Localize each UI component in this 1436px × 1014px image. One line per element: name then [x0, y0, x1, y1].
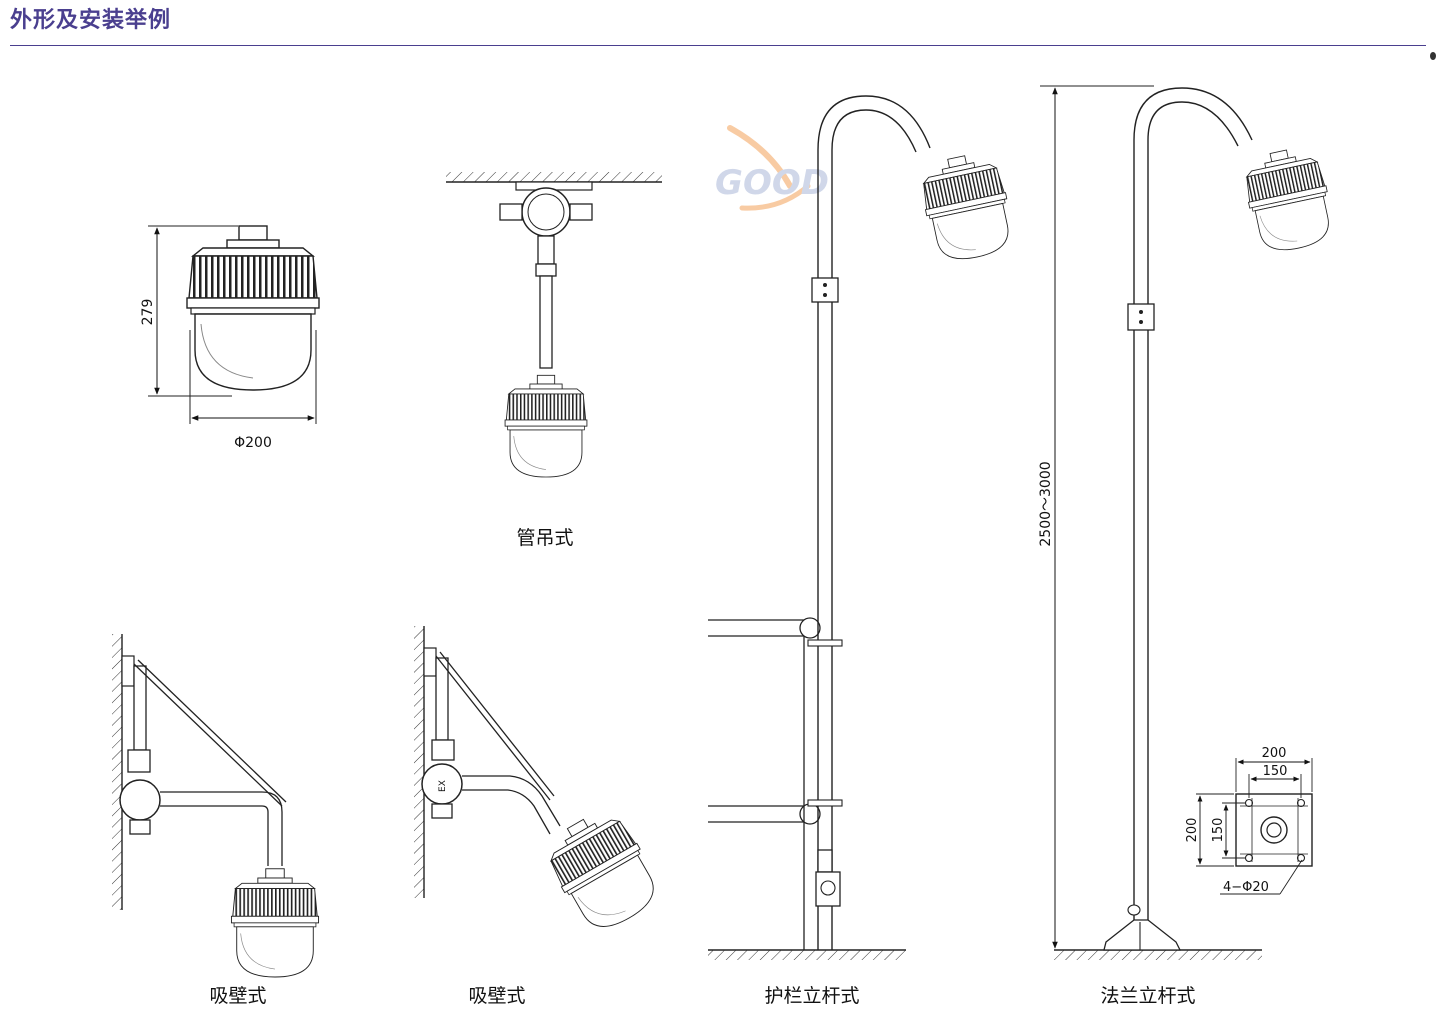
ex-mark: EX: [438, 780, 448, 792]
flange-pole-view: 2500～3000 200 150: [1038, 85, 1338, 1007]
pipe-pendant-view: 管吊式: [446, 172, 662, 549]
pole-height-dimension: 2500～3000: [1038, 461, 1054, 546]
wall-mount-view-1: 吸壁式: [112, 634, 320, 1007]
watermark-logo: GOOD: [715, 125, 829, 211]
railing-pole-caption: 护栏立杆式: [764, 985, 859, 1007]
watermark-text: GOOD: [715, 163, 829, 203]
page-title: 外形及安装举例: [10, 8, 172, 33]
plate-width-inner: 150: [1263, 764, 1288, 779]
edge-mark: [1430, 52, 1436, 60]
railing-pole-view: 护栏立杆式: [708, 95, 1018, 1007]
pipe-pendant-caption: 管吊式: [516, 527, 573, 549]
header-rule: [10, 45, 1426, 46]
flange-pole-caption: 法兰立杆式: [1100, 985, 1195, 1007]
diameter-dimension: Φ200: [234, 435, 272, 451]
height-dimension-279: 279: [140, 299, 156, 326]
plate-height-outer: 200: [1185, 818, 1200, 843]
plate-height-inner: 150: [1211, 818, 1226, 843]
holes-spec: 4−Φ20: [1223, 880, 1269, 895]
wall-mount-caption-1: 吸壁式: [209, 985, 266, 1007]
wall-mount-view-2: EX 吸壁式: [414, 626, 668, 1007]
wall-mount-caption-2: 吸壁式: [468, 985, 525, 1007]
plate-width-outer: 200: [1262, 746, 1287, 761]
outline-view: 279 Φ200: [140, 225, 320, 451]
